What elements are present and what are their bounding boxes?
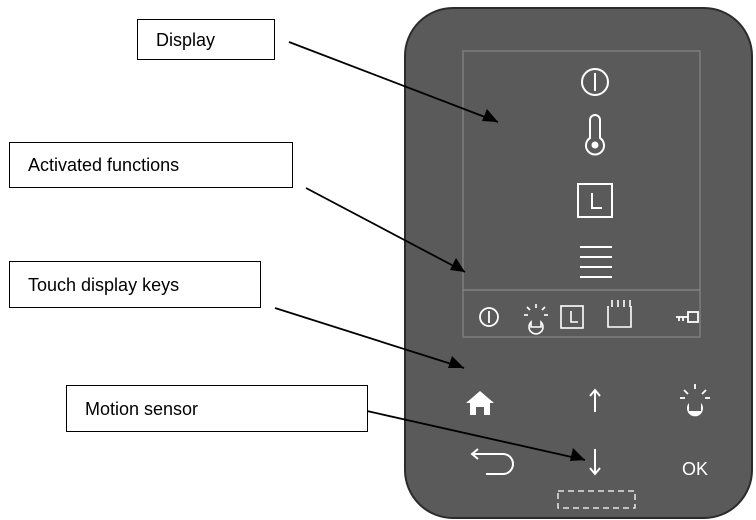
- home-key[interactable]: [466, 391, 494, 415]
- back-key[interactable]: [470, 448, 514, 475]
- menu-lines-icon: [580, 246, 612, 278]
- motion-sensor-area: [557, 490, 636, 509]
- motion-sensor-label: Motion sensor: [66, 385, 368, 432]
- status-power-icon: [479, 307, 499, 327]
- status-key-icon: [676, 311, 699, 323]
- ok-key-label[interactable]: OK: [682, 459, 708, 479]
- arrow-down-key[interactable]: [589, 449, 601, 476]
- display-frame: [462, 50, 701, 338]
- clock-icon: [577, 183, 613, 218]
- activated-functions-label: Activated functions: [9, 142, 293, 188]
- status-clock-icon: [560, 305, 584, 329]
- thermometer-icon: [585, 114, 605, 156]
- touch-display-keys-label: Touch display keys: [9, 261, 261, 308]
- status-light-icon: [524, 304, 548, 335]
- leader-lines: [274, 41, 586, 461]
- power-icon: [581, 68, 609, 96]
- display-label: Display: [137, 19, 275, 60]
- light-key[interactable]: [680, 384, 710, 417]
- status-calendar-icon: [607, 300, 632, 328]
- device-panel: [404, 7, 753, 519]
- arrow-up-key[interactable]: [589, 388, 601, 412]
